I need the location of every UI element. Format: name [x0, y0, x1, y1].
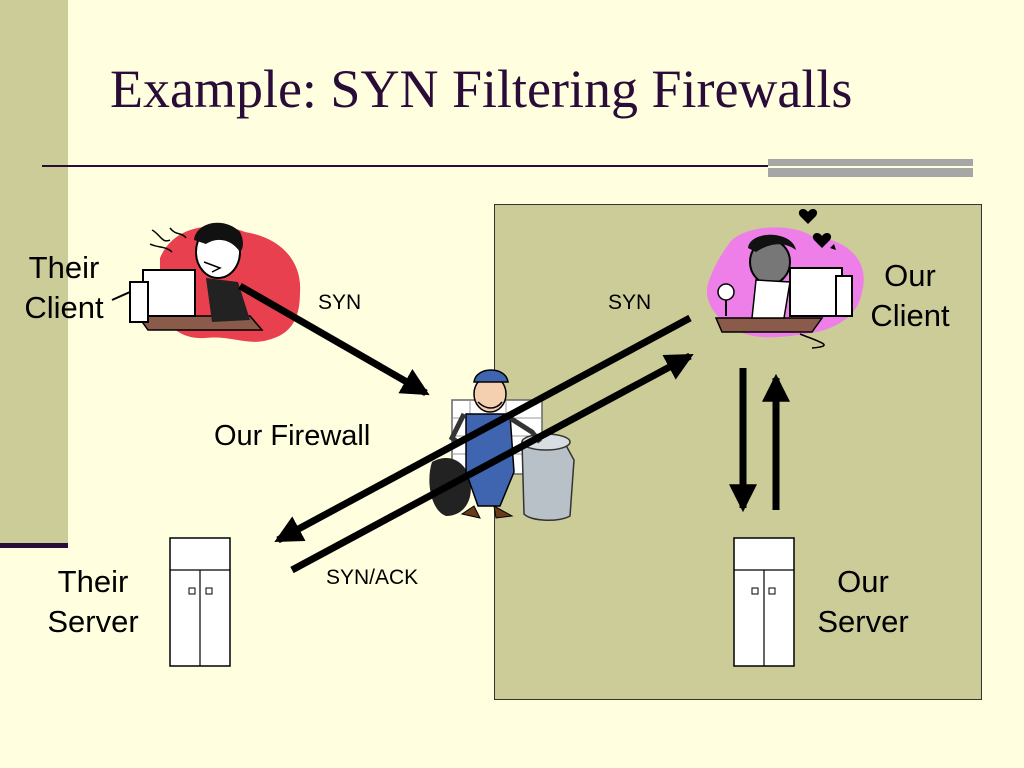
- our-client-icon: [706, 209, 864, 349]
- syn-label-left: SYN: [318, 291, 362, 314]
- syn-ack-arrow-their-server-to-our-client: [290, 352, 694, 574]
- syn-ack-label: SYN/ACK: [326, 566, 419, 589]
- our-server-label: Our Server: [817, 564, 909, 639]
- their-client-label: Their Client: [24, 250, 104, 325]
- their-client-icon: [111, 222, 301, 342]
- title-gray-bar: [768, 159, 973, 177]
- syn-arrow-their-client-to-firewall: [238, 282, 430, 397]
- firewall-man-icon: [429, 369, 575, 521]
- left-accent-rule: [0, 543, 68, 548]
- title-gray-bar-stripe: [768, 166, 973, 168]
- left-accent-bar: [0, 0, 68, 544]
- their-server-label: Their Server: [47, 564, 139, 639]
- our-firewall-label: Our Firewall: [214, 420, 371, 452]
- syn-label-right: SYN: [608, 291, 652, 314]
- syn-arrow-our-client-to-their-server: [274, 314, 692, 544]
- our-client-label: Our Client: [870, 258, 950, 333]
- our-server-icon: [733, 537, 795, 667]
- their-server-icon: [169, 537, 231, 667]
- title-underline: [42, 165, 770, 167]
- slide-title: Example: SYN Filtering Firewalls: [110, 59, 853, 119]
